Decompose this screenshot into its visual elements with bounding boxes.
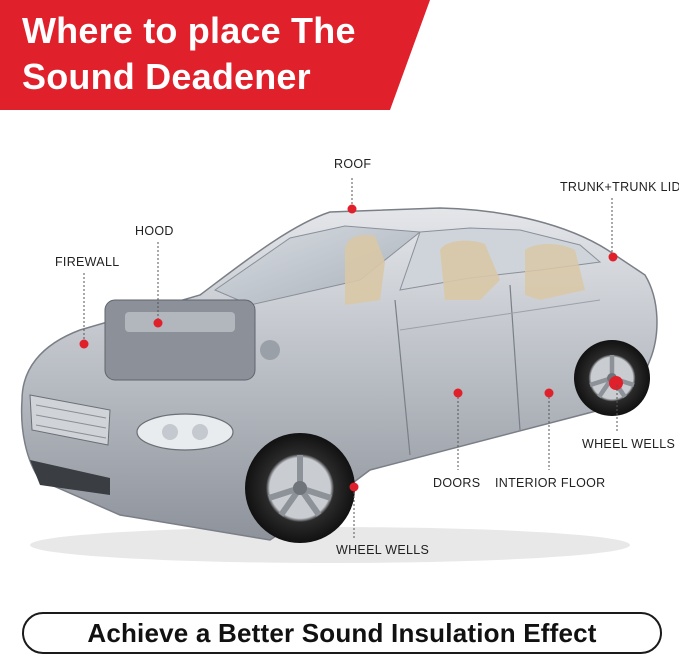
marker-trunk	[608, 252, 618, 262]
label-wheel-wells-rear: WHEEL WELLS	[582, 437, 676, 451]
front-door-seam	[394, 299, 411, 456]
headlight-lens-1	[162, 424, 178, 440]
reservoir-cap	[260, 340, 280, 360]
engine-cover	[125, 312, 235, 332]
label-wheel-wells-front: WHEEL WELLS	[336, 543, 430, 557]
body-crease	[399, 299, 601, 331]
car-body	[20, 207, 658, 541]
rear-seat	[440, 240, 500, 300]
footer-text: Achieve a Better Sound Insulation Effect	[87, 617, 597, 648]
headlight	[136, 413, 234, 451]
front-seat	[345, 234, 385, 305]
banner-shape	[0, 0, 430, 110]
marker-front-wheel-well	[349, 482, 359, 492]
label-hood: HOOD	[135, 224, 174, 238]
rear-door-seam	[509, 284, 521, 431]
grille-slats	[35, 404, 107, 439]
label-roof: ROOF	[334, 157, 372, 171]
placement-markers	[79, 204, 618, 492]
marker-doors	[453, 388, 463, 398]
header-banner: Where to place The Sound Deadener	[0, 0, 679, 120]
footer-pill: Achieve a Better Sound Insulation Effect	[22, 612, 662, 654]
lower-intake	[30, 460, 110, 495]
title-line-2: Sound Deadener	[22, 56, 311, 97]
rear-bench	[525, 244, 585, 300]
label-trunk: TRUNK+TRUNK LID	[560, 180, 679, 194]
label-interior-floor: INTERIOR FLOOR	[495, 476, 606, 490]
leader-lines	[83, 178, 618, 540]
front-hub	[293, 481, 307, 495]
marker-firewall	[79, 339, 89, 349]
headlight-lens-2	[192, 424, 208, 440]
ground-shadow	[30, 527, 630, 563]
label-firewall: FIREWALL	[55, 255, 120, 269]
page-title: Where to place The Sound Deadener	[22, 8, 422, 100]
marker-roof	[347, 204, 357, 214]
title-line-1: Where to place The	[22, 10, 356, 51]
label-doors: DOORS	[433, 476, 481, 490]
marker-interior-floor	[544, 388, 554, 398]
marker-hood	[153, 318, 163, 328]
brake-caliper	[609, 376, 623, 390]
